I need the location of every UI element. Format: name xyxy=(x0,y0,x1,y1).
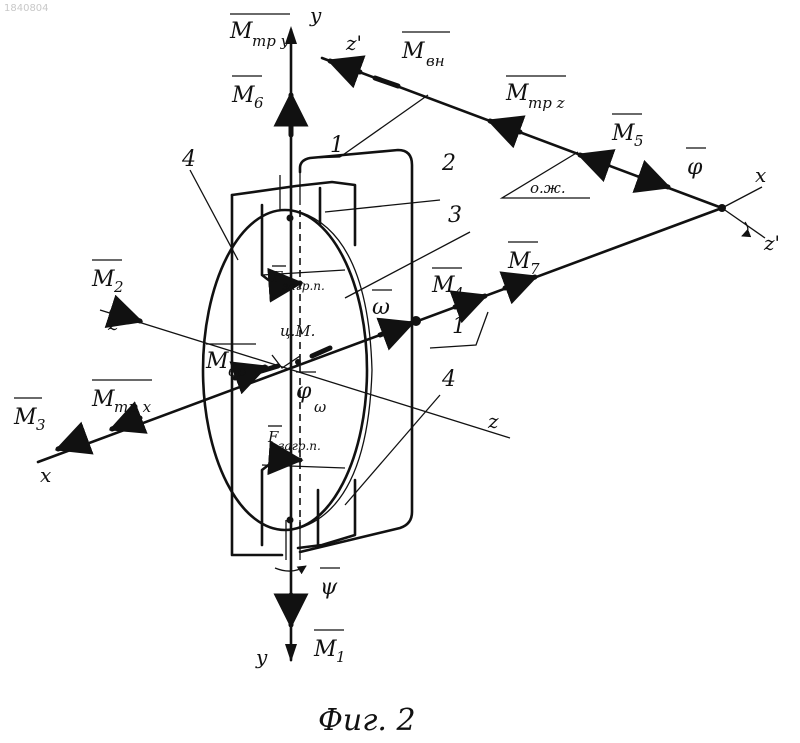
callout-4-top: 4 xyxy=(181,147,196,172)
svg-text:3: 3 xyxy=(36,416,46,434)
svg-text:тр y: тр y xyxy=(252,32,290,50)
label-f-top: F загр.п. xyxy=(271,266,325,293)
svg-text:M: M xyxy=(401,39,425,64)
label-z-left: z xyxy=(107,311,119,335)
gimbal-inner-left-bottom xyxy=(262,460,275,545)
label-m-trx: M тр x xyxy=(91,380,152,416)
vector-m5 xyxy=(580,155,608,165)
svg-text:M: M xyxy=(205,349,229,374)
label-y-bottom: y xyxy=(255,645,268,669)
svg-text:M: M xyxy=(507,249,531,274)
center-point xyxy=(295,359,301,365)
label-x-left: x xyxy=(40,463,51,487)
vector-m3 xyxy=(58,439,85,449)
label-y-top: y xyxy=(309,3,322,27)
svg-text:M: M xyxy=(91,387,115,412)
watermark: 1840804 xyxy=(4,3,49,14)
callout-1-top: 1 xyxy=(330,133,344,158)
svg-text:4: 4 xyxy=(453,284,464,302)
label-m5: M 5 xyxy=(611,114,644,150)
svg-text:M: M xyxy=(13,405,37,430)
vector-mtrz xyxy=(490,121,520,132)
label-phi: φ xyxy=(686,148,706,180)
label-m-vn: M вн xyxy=(401,32,450,70)
label-z-prime-right: z' xyxy=(763,231,780,255)
label-f-bottom: F загр.п. xyxy=(267,426,321,453)
callout-1-right: 1 xyxy=(452,314,466,339)
svg-text:ω: ω xyxy=(372,295,390,320)
svg-text:M: M xyxy=(229,19,253,44)
callout-oz: о.ж. xyxy=(530,179,566,197)
label-m6: M 6 xyxy=(231,76,264,112)
label-m3: M 3 xyxy=(13,398,46,434)
label-omega: ω xyxy=(372,290,392,320)
vector-mtrx xyxy=(112,418,140,429)
svg-text:7: 7 xyxy=(530,260,540,278)
svg-text:6: 6 xyxy=(254,94,264,112)
callout-2: 2 xyxy=(441,151,456,176)
pivot-point xyxy=(718,204,726,212)
svg-text:тр x: тр x xyxy=(114,398,152,416)
svg-text:M: M xyxy=(505,81,529,106)
label-m4: M 4 xyxy=(431,268,464,302)
y-axis-arrow-bottom xyxy=(285,644,297,662)
gimbal-bottom-edge xyxy=(298,480,355,548)
label-z-prime-top: z' xyxy=(345,31,362,55)
label-x-right: x xyxy=(755,163,766,187)
svg-text:M: M xyxy=(611,121,635,146)
svg-text:5: 5 xyxy=(634,132,644,150)
label-m1: M 1 xyxy=(313,630,346,666)
svg-text:M: M xyxy=(313,637,337,662)
leader-4-bottom xyxy=(345,395,440,505)
svg-text:вр: вр xyxy=(228,362,247,380)
svg-text:φ: φ xyxy=(296,379,312,404)
label-center-mass: ц.М. xyxy=(280,322,315,340)
svg-text:1: 1 xyxy=(336,648,346,666)
vector-mvn-1 xyxy=(330,61,360,72)
svg-text:M: M xyxy=(231,83,255,108)
vector-phi xyxy=(640,177,668,187)
vector-mvn-2 xyxy=(375,78,398,86)
svg-text:ω: ω xyxy=(314,398,326,416)
svg-text:ψ: ψ xyxy=(320,575,338,600)
vector-m7 xyxy=(505,277,535,288)
leader-2 xyxy=(325,200,440,212)
callout-4-bottom: 4 xyxy=(441,367,456,392)
label-m7: M 7 xyxy=(507,242,540,278)
svg-text:M: M xyxy=(431,273,455,298)
leader-1-top xyxy=(340,95,428,157)
gimbal-top-edge xyxy=(232,182,355,245)
vector-omega xyxy=(380,323,412,335)
z-prime-axis-tail xyxy=(722,208,765,238)
label-m2: M 2 xyxy=(91,260,124,296)
bearing-bottom xyxy=(287,517,294,524)
callout-3: 3 xyxy=(448,203,462,228)
svg-text:загр.п.: загр.п. xyxy=(282,279,325,293)
label-psi: ψ xyxy=(320,568,340,600)
figure-caption: Фиг. 2 xyxy=(318,703,416,738)
svg-text:тр z: тр z xyxy=(528,94,565,112)
label-z-right: z xyxy=(487,409,499,433)
label-m-trz-top: M тр z xyxy=(505,76,566,112)
bearing-top xyxy=(287,215,294,222)
rotor-rim xyxy=(300,212,372,528)
svg-text:вн: вн xyxy=(426,52,445,70)
svg-text:2: 2 xyxy=(113,278,124,296)
svg-text:загр.п.: загр.п. xyxy=(278,439,321,453)
svg-text:φ: φ xyxy=(687,155,703,180)
x-axis-tail xyxy=(722,187,762,208)
label-m-try: M тр y xyxy=(229,14,290,50)
force-bottom-arrow xyxy=(272,458,300,460)
svg-text:M: M xyxy=(91,267,115,292)
